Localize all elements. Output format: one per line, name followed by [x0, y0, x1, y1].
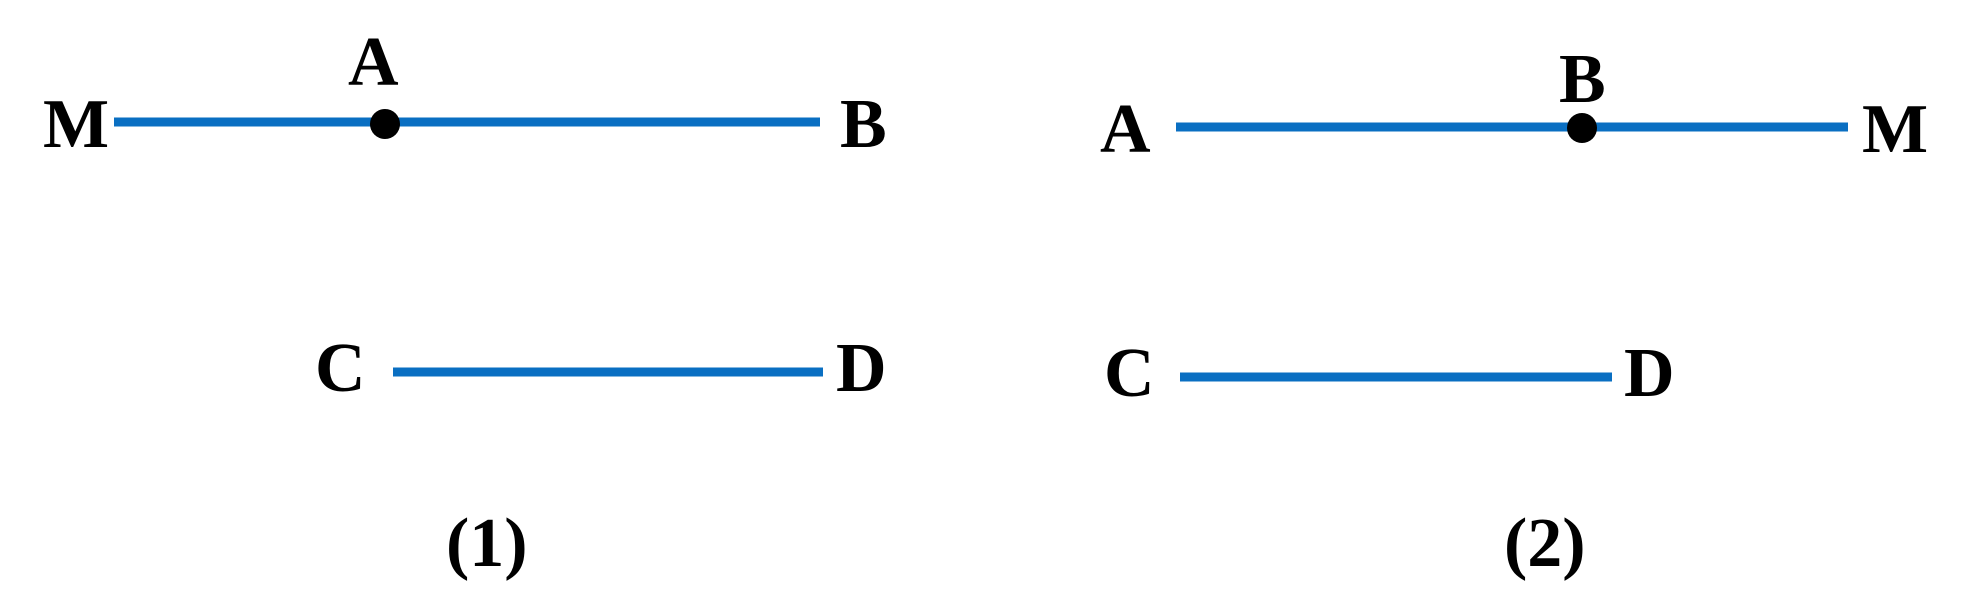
- label-d-fig2: D: [1624, 335, 1675, 412]
- figure-2: A B M C D (2): [1100, 41, 1928, 582]
- label-b-fig2: B: [1559, 41, 1606, 118]
- label-c-fig1: C: [315, 330, 366, 407]
- label-a-fig1: A: [348, 24, 399, 101]
- label-m-fig1: M: [43, 86, 109, 163]
- label-m-fig2: M: [1862, 91, 1928, 168]
- point-b-marker: [1567, 113, 1597, 143]
- label-b-fig1: B: [840, 86, 887, 163]
- label-a-fig2: A: [1100, 91, 1151, 168]
- label-c-fig2: C: [1104, 335, 1155, 412]
- point-a-marker: [370, 109, 400, 139]
- label-d-fig1: D: [836, 330, 887, 407]
- caption-2: (2): [1504, 505, 1586, 582]
- caption-1: (1): [446, 505, 528, 582]
- figure-1: M A B C D (1): [43, 24, 887, 582]
